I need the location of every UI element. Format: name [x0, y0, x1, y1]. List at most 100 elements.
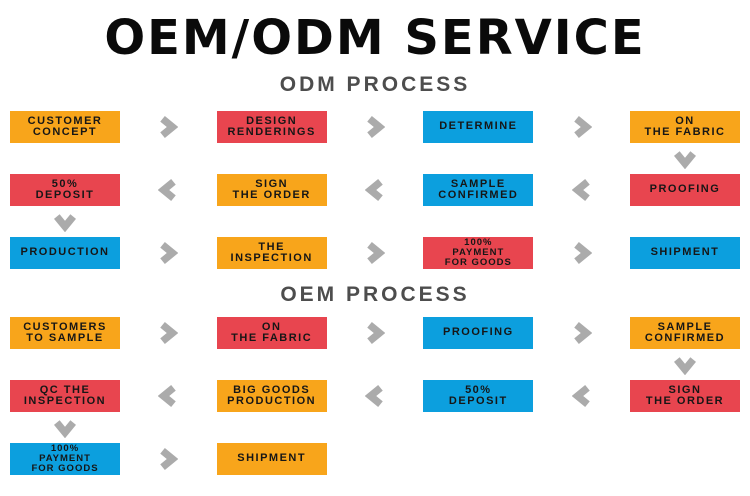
flow-arrow-down-icon: [630, 143, 740, 174]
step-cell: PROOFING: [423, 317, 534, 349]
connector-row: [10, 349, 740, 380]
step-label-line: THE ORDER: [232, 189, 311, 201]
step-label-line: PAYMENT: [39, 453, 91, 464]
flow-arrow-right-icon: [120, 237, 217, 269]
empty-cell: [327, 443, 424, 475]
flow-arrow-left-icon: [327, 174, 424, 206]
empty-cell: [630, 206, 740, 237]
step-cell: 50%DEPOSIT: [423, 380, 534, 412]
empty-cell: [10, 143, 120, 174]
step-label-line: FOR GOODS: [31, 463, 99, 474]
flow-arrow-left-icon: [120, 174, 217, 206]
step-label-line: THE: [258, 240, 285, 253]
step-label-line: INSPECTION: [23, 395, 107, 407]
step-cell: SHIPMENT: [629, 237, 740, 269]
step-label-line: FOR GOODS: [444, 257, 512, 268]
step-label-line: CONFIRMED: [644, 332, 726, 344]
empty-cell: [327, 206, 424, 237]
empty-cell: [120, 349, 217, 380]
step-cell: SHIPMENT: [216, 443, 327, 475]
empty-cell: [630, 412, 740, 443]
empty-cell: [533, 206, 630, 237]
empty-cell: [423, 206, 533, 237]
empty-cell: [533, 349, 630, 380]
step-label-line: SHIPMENT: [237, 452, 307, 465]
step-label-line: SIGN: [255, 177, 289, 190]
step-label-line: ON: [261, 320, 282, 333]
empty-cell: [327, 349, 424, 380]
step-cell: PROOFING: [629, 174, 740, 206]
step-shipment: SHIPMENT: [216, 443, 327, 475]
step-label-line: RENDERINGS: [227, 126, 316, 138]
flow-arrow-right-icon: [533, 317, 630, 349]
step-label-line: PROOFING: [649, 183, 721, 196]
step-label-line: PRODUCTION: [227, 395, 317, 407]
flow-arrow-down-icon: [630, 349, 740, 380]
step-label-line: CONFIRMED: [438, 189, 519, 201]
step-label-line: DEPOSIT: [448, 395, 508, 407]
step-label-line: SAMPLE: [657, 320, 713, 333]
step-label-line: SAMPLE: [450, 177, 506, 190]
connector-row: [10, 206, 740, 237]
connector-row: [10, 412, 740, 443]
empty-cell: [327, 143, 424, 174]
step-proofing: PROOFING: [423, 317, 534, 349]
odm-process-header: ODM PROCESS: [279, 73, 471, 96]
empty-cell: [423, 443, 533, 475]
step-proofing: PROOFING: [629, 174, 740, 206]
flow-arrow-left-icon: [533, 380, 630, 412]
oem-process-header: OEM PROCESS: [280, 283, 470, 306]
empty-cell: [423, 349, 533, 380]
empty-cell: [217, 206, 327, 237]
step-label-line: DETERMINE: [439, 120, 518, 133]
empty-cell: [630, 443, 740, 475]
flow-arrow-left-icon: [533, 174, 630, 206]
empty-cell: [120, 143, 217, 174]
connector-row: [10, 143, 740, 174]
flow-arrow-right-icon: [533, 111, 630, 143]
step-50-deposit: 50%DEPOSIT: [10, 174, 120, 206]
step-cell: PRODUCTION: [10, 237, 120, 269]
step-label-line: CUSTOMER: [27, 114, 103, 127]
empty-cell: [120, 412, 217, 443]
step-cell: DETERMINE: [423, 111, 534, 143]
step-label-line: THE FABRIC: [644, 126, 726, 138]
empty-cell: [423, 412, 533, 443]
flow-arrow-right-icon: [533, 237, 630, 269]
step-production: PRODUCTION: [10, 237, 120, 269]
step-label-line: SHIPMENT: [650, 246, 720, 259]
flow-arrow-right-icon: [120, 317, 217, 349]
empty-cell: [120, 206, 217, 237]
flow-arrow-right-icon: [120, 443, 217, 475]
step-label-line: BIG GOODS: [233, 383, 311, 396]
empty-cell: [327, 412, 424, 443]
step-label-line: CUSTOMERS: [23, 320, 107, 333]
step-label-line: PAYMENT: [452, 247, 505, 258]
